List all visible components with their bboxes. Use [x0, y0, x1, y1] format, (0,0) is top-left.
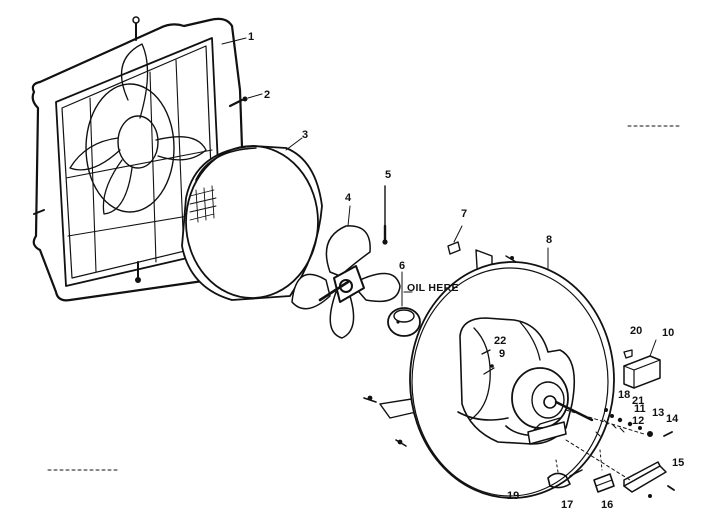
callout-10: 10 — [662, 327, 674, 339]
oil-here-note: OIL HERE — [407, 282, 459, 294]
callout-3: 3 — [302, 129, 308, 141]
part-16-plate — [565, 439, 675, 498]
part-20-clip — [623, 349, 633, 359]
part-3-shroud — [181, 137, 323, 301]
callout-11: 11 — [634, 403, 646, 415]
callout-labels: 1 2 3 4 5 6 7 8 9 10 11 12 13 14 15 16 1… — [248, 31, 684, 511]
callout-18: 18 — [618, 389, 630, 401]
callout-7: 7 — [461, 208, 467, 220]
part-4-fan-blade — [291, 205, 401, 339]
callout-16: 16 — [601, 499, 613, 511]
part-5-screw — [382, 185, 388, 245]
callout-4: 4 — [345, 192, 352, 204]
callout-13: 13 — [652, 407, 664, 419]
callout-14: 14 — [666, 413, 679, 425]
callout-22: 22 — [494, 335, 506, 347]
part-6-bearing — [387, 271, 421, 337]
part-2-screw — [228, 93, 263, 108]
part-10-terminal-box — [623, 339, 661, 389]
part-8-housing — [363, 247, 615, 499]
callout-21: 21 — [632, 395, 644, 407]
callout-12: 12 — [632, 415, 644, 427]
small-hardware-row — [565, 408, 673, 437]
part-17-connector — [593, 449, 615, 493]
callout-17: 17 — [561, 499, 573, 511]
part-19-wire-clip — [547, 459, 583, 489]
callout-19: 19 — [507, 490, 519, 502]
callout-20: 20 — [630, 325, 642, 337]
callout-9: 9 — [499, 348, 505, 360]
callout-2: 2 — [264, 89, 270, 101]
callout-8: 8 — [546, 234, 552, 246]
part-7-clip — [447, 225, 463, 255]
callout-15: 15 — [672, 457, 684, 469]
callout-6: 6 — [399, 260, 405, 272]
scan-marks — [47, 125, 683, 471]
callout-1: 1 — [248, 31, 254, 43]
callout-5: 5 — [385, 169, 391, 181]
frame-grille — [31, 16, 248, 302]
